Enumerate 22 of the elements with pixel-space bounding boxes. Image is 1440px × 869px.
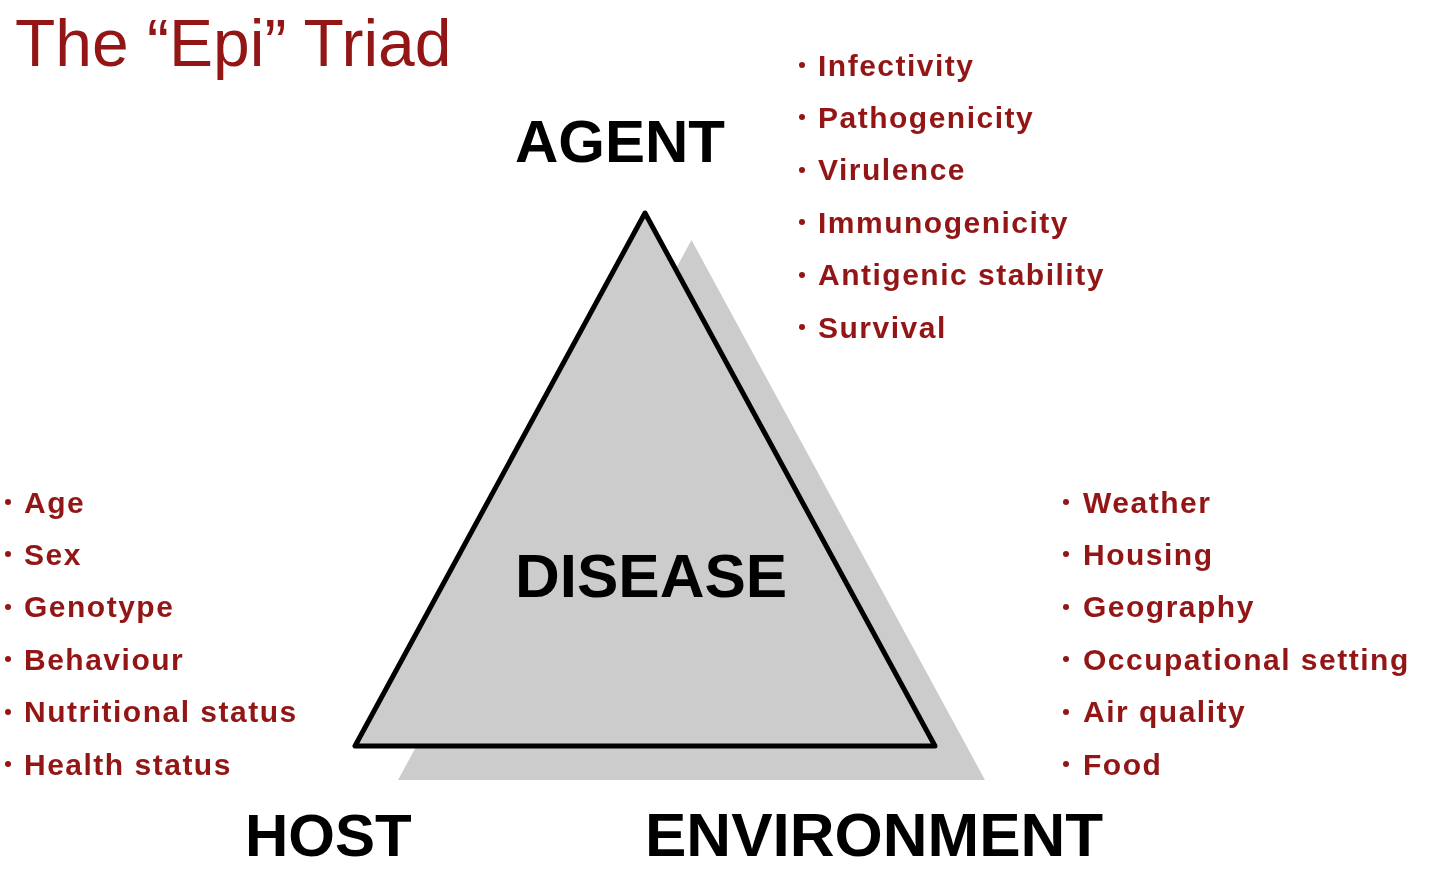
list-item: Weather [1083, 487, 1212, 518]
list-item: Antigenic stability [818, 260, 1105, 291]
list-item: Sex [24, 540, 82, 570]
list-item: Immunogenicity [818, 207, 1070, 238]
list-item: Occupational setting [1083, 644, 1410, 675]
list-item: Nutritional status [24, 697, 298, 728]
vertex-label: HOST [245, 806, 412, 866]
list-item: Survival [818, 312, 947, 343]
list-item: Health status [24, 749, 232, 780]
list-item: Genotype [24, 592, 175, 623]
list-item: Food [1083, 749, 1163, 780]
list-item: Infectivity [818, 50, 975, 81]
node-label: DISEASE [515, 545, 788, 607]
list-item: Virulence [818, 155, 967, 186]
list-item: Geography [1083, 592, 1255, 623]
list-item: Air quality [1083, 697, 1247, 728]
list-item: Housing [1083, 540, 1214, 570]
vertex-label: ENVIRONMENT [645, 804, 1104, 866]
list-item: Pathogenicity [818, 103, 1035, 133]
vertex-label: AGENT [515, 112, 725, 172]
list-item: Behaviour [24, 644, 185, 675]
list-item: Age [24, 487, 86, 518]
